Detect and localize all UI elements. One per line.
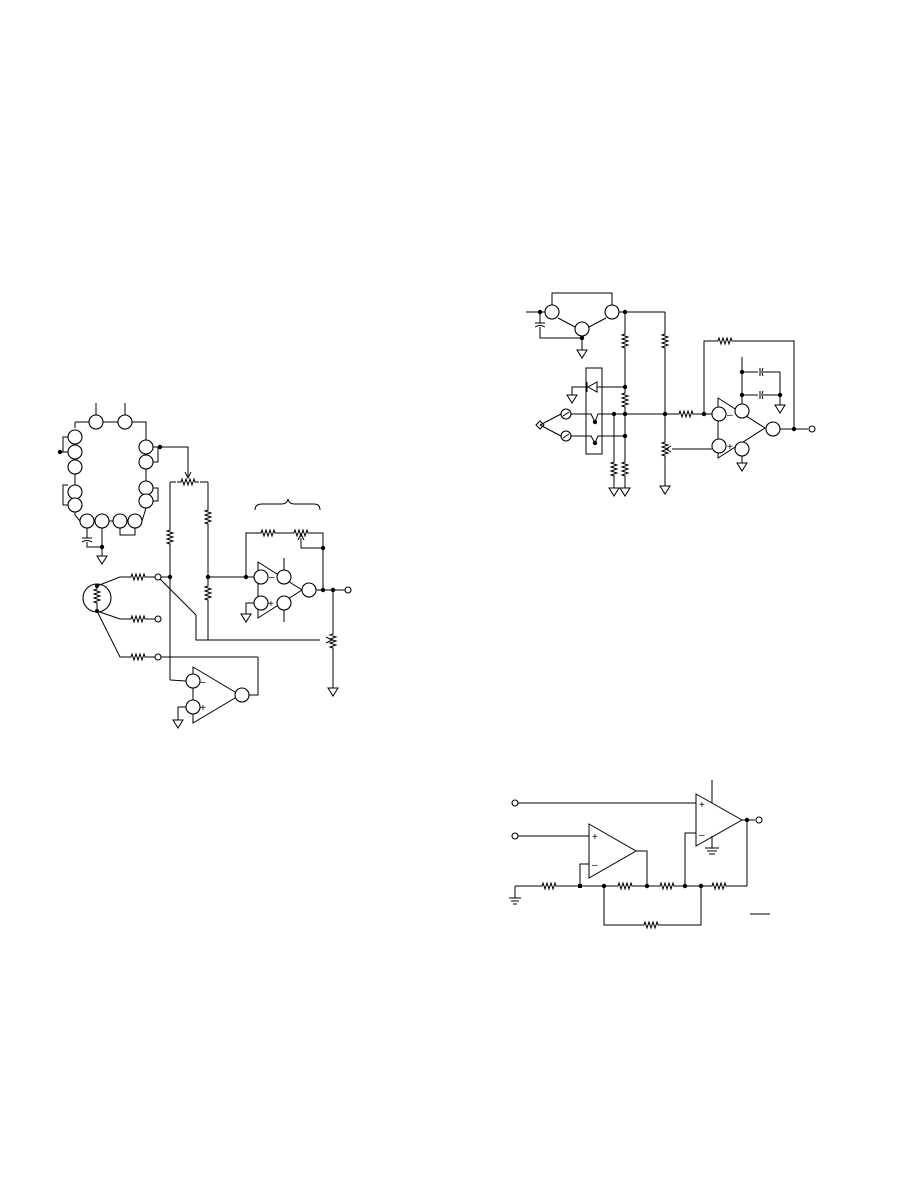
excitation-amplifier: – +	[169, 657, 259, 729]
thermocouple-junction	[535, 367, 675, 497]
plus-sign-4: +	[592, 832, 598, 843]
reference-ic-pins	[57, 403, 192, 565]
rtd-sensor	[82, 573, 320, 661]
plus-sign: +	[268, 599, 274, 610]
minus-sign-5: –	[699, 830, 705, 841]
plus-sign-5: +	[699, 800, 705, 811]
plus-sign-2: +	[200, 703, 206, 714]
divider-network	[619, 312, 712, 497]
thermocouple-opamp: – +	[674, 337, 816, 472]
cold-junction-reference	[526, 292, 665, 359]
bridge-resistor-network	[166, 478, 249, 680]
minus-sign-2: –	[200, 677, 206, 688]
input-terminal-2	[511, 832, 519, 840]
plus-sign-3: +	[727, 442, 733, 453]
minus-sign-3: –	[727, 410, 733, 421]
input-terminal-1	[511, 799, 519, 807]
rtd-bridge-circuit: – +	[57, 403, 352, 729]
two-opamp-instrumentation-amplifier: + – + –	[509, 780, 770, 929]
minus-sign-4: –	[592, 860, 598, 871]
thermocouple-amplifier-circuit: – +	[526, 292, 816, 497]
minus-sign: –	[269, 572, 275, 583]
difference-amplifier: – +	[240, 498, 352, 697]
